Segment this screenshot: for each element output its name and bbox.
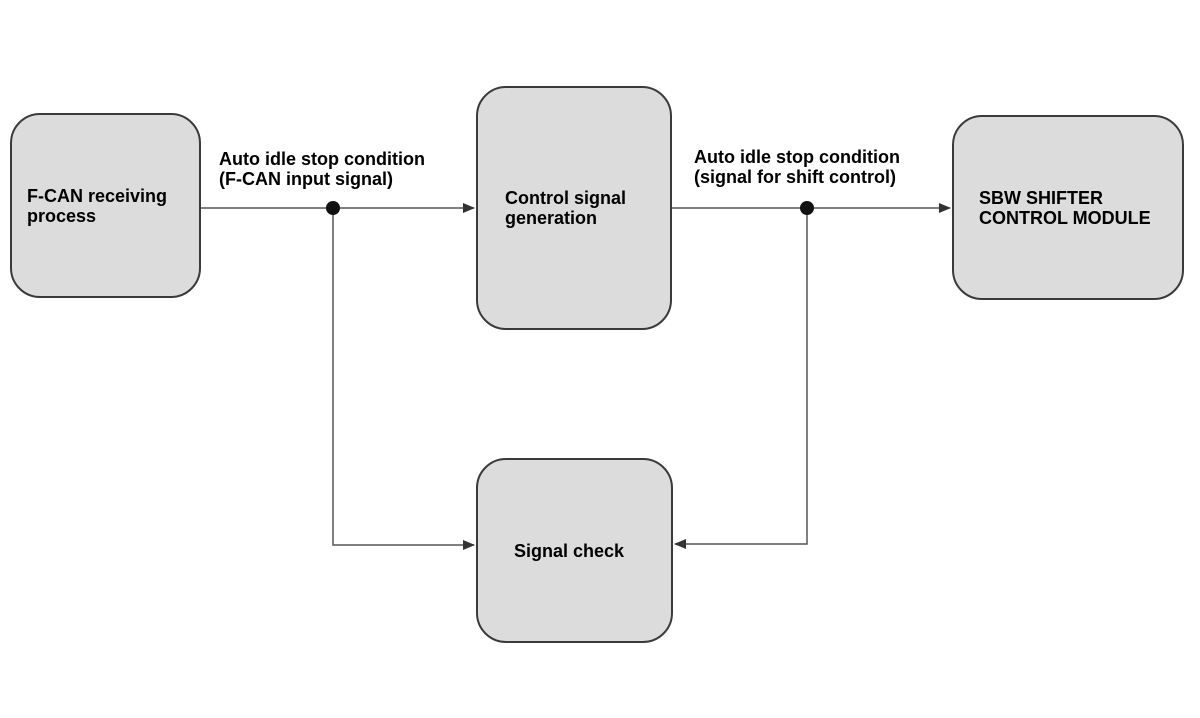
junction-dot-left bbox=[326, 201, 340, 215]
control-signal-generation-block: Control signal generation bbox=[476, 86, 672, 330]
control-signal-generation-label: Control signal generation bbox=[505, 188, 626, 228]
arrow-branch-left-to-check bbox=[332, 208, 475, 550]
sbw-shifter-control-module-label: SBW SHIFTER CONTROL MODULE bbox=[979, 187, 1151, 228]
edge-label-shift-control-signal: Auto idle stop condition (signal for shi… bbox=[694, 147, 900, 187]
sbw-shifter-control-module-block: SBW SHIFTER CONTROL MODULE bbox=[952, 115, 1184, 300]
signal-check-block: Signal check bbox=[476, 458, 673, 643]
signal-check-label: Signal check bbox=[514, 540, 625, 561]
fcan-receiving-process-label: F-CAN receiving process bbox=[27, 185, 168, 226]
fcan-receiving-process-block: F-CAN receiving process bbox=[10, 113, 201, 298]
edge-label-fcan-input-signal: Auto idle stop condition (F-CAN input si… bbox=[219, 149, 425, 189]
arrow-branch-right-to-check bbox=[674, 208, 808, 549]
junction-dot-right bbox=[800, 201, 814, 215]
